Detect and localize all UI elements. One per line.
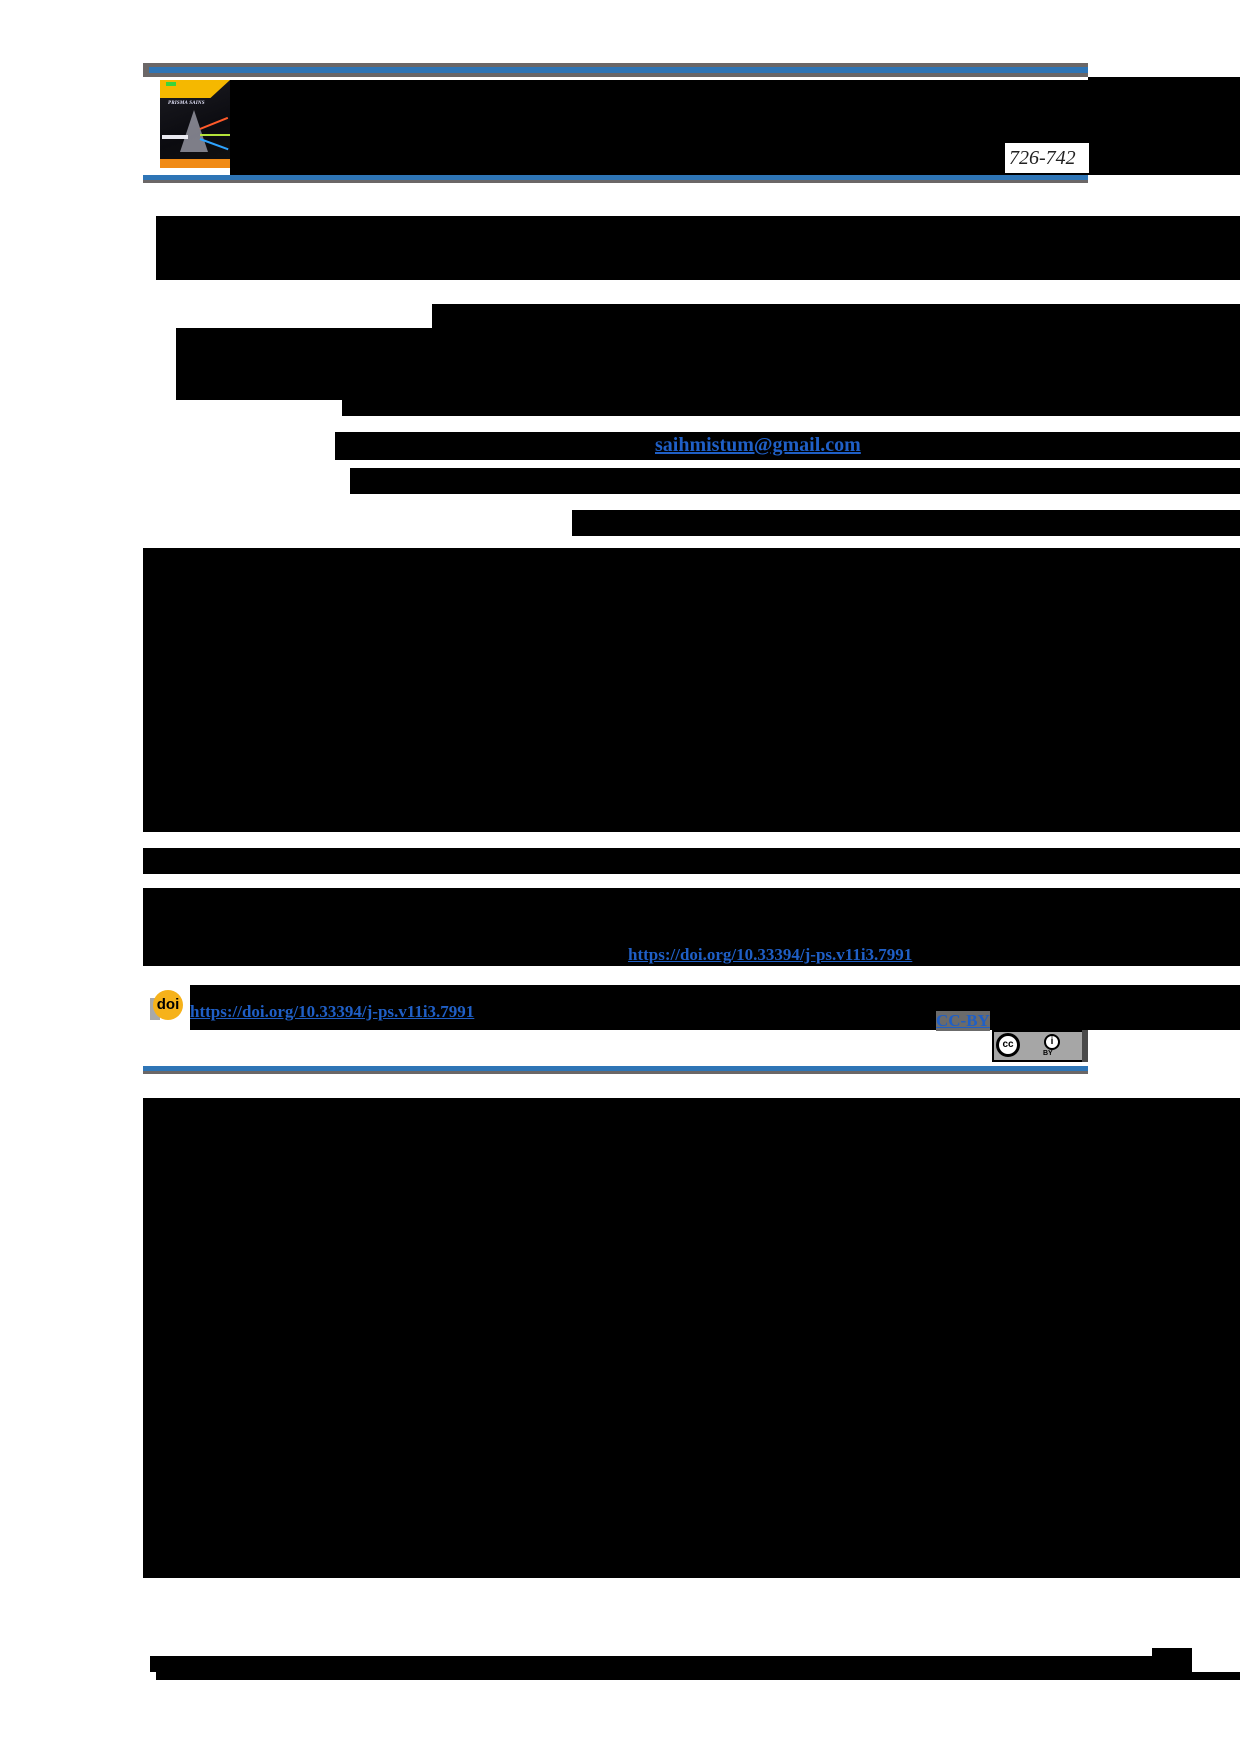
abstract-heading-redacted	[572, 510, 1240, 536]
header-bottom-rule-gray	[143, 180, 1088, 183]
journal-cover-image: PRISMA SAINS	[160, 80, 230, 168]
cover-bottom-band	[160, 159, 230, 168]
received-dates-redacted	[350, 468, 1240, 494]
creative-commons-icon: cc	[996, 1033, 1020, 1057]
cover-top-band	[160, 80, 230, 98]
header-lower-redacted	[312, 168, 1004, 178]
page-number-redacted	[1152, 1648, 1192, 1672]
section-rule-gray	[143, 1071, 1088, 1074]
introduction-body-redacted	[143, 1098, 1088, 1578]
cc-by-license-badge[interactable]: cc i BY	[992, 1030, 1088, 1062]
cover-title: PRISMA SAINS	[168, 101, 205, 106]
attribution-icon: i	[1044, 1034, 1060, 1050]
abstract-right-redacted	[1088, 548, 1240, 832]
affiliation-line2-redacted	[342, 400, 1240, 416]
doi-icon: doi	[153, 990, 183, 1020]
header-right-redacted	[1088, 77, 1240, 175]
introduction-right-redacted	[1088, 1098, 1240, 1578]
header-top-rule-blue	[149, 67, 1088, 73]
article-title-redacted	[156, 216, 1240, 280]
email-label-redacted	[335, 432, 1240, 460]
section-rule-blue	[143, 1066, 1088, 1071]
affiliation-redacted	[176, 328, 1240, 400]
header-bottom-rule-blue	[143, 175, 1088, 180]
abstract-body-redacted	[143, 548, 1088, 832]
page-range: 726-742	[1005, 143, 1089, 173]
article-doi-link[interactable]: https://doi.org/10.33394/j-ps.v11i3.7991	[190, 1002, 475, 1021]
keywords-redacted	[143, 848, 1240, 874]
prism-graphic	[180, 110, 208, 152]
by-label: BY	[1043, 1050, 1053, 1057]
footer-lower-redacted	[342, 1672, 1240, 1680]
citation-doi-link[interactable]: https://doi.org/10.33394/j-ps.v11i3.7991	[628, 944, 913, 966]
light-beam-graphic	[162, 135, 188, 139]
cover-green-tag	[166, 82, 176, 86]
green-ray-graphic	[200, 134, 230, 136]
license-cc-by-link[interactable]: CC-BY	[936, 1011, 990, 1031]
badge-right-edge	[1082, 1030, 1088, 1062]
corresponding-author-email-link[interactable]: saihmistum@gmail.com	[655, 434, 861, 456]
author-names-redacted	[432, 304, 1240, 328]
doi-row-redacted	[190, 985, 1240, 1030]
